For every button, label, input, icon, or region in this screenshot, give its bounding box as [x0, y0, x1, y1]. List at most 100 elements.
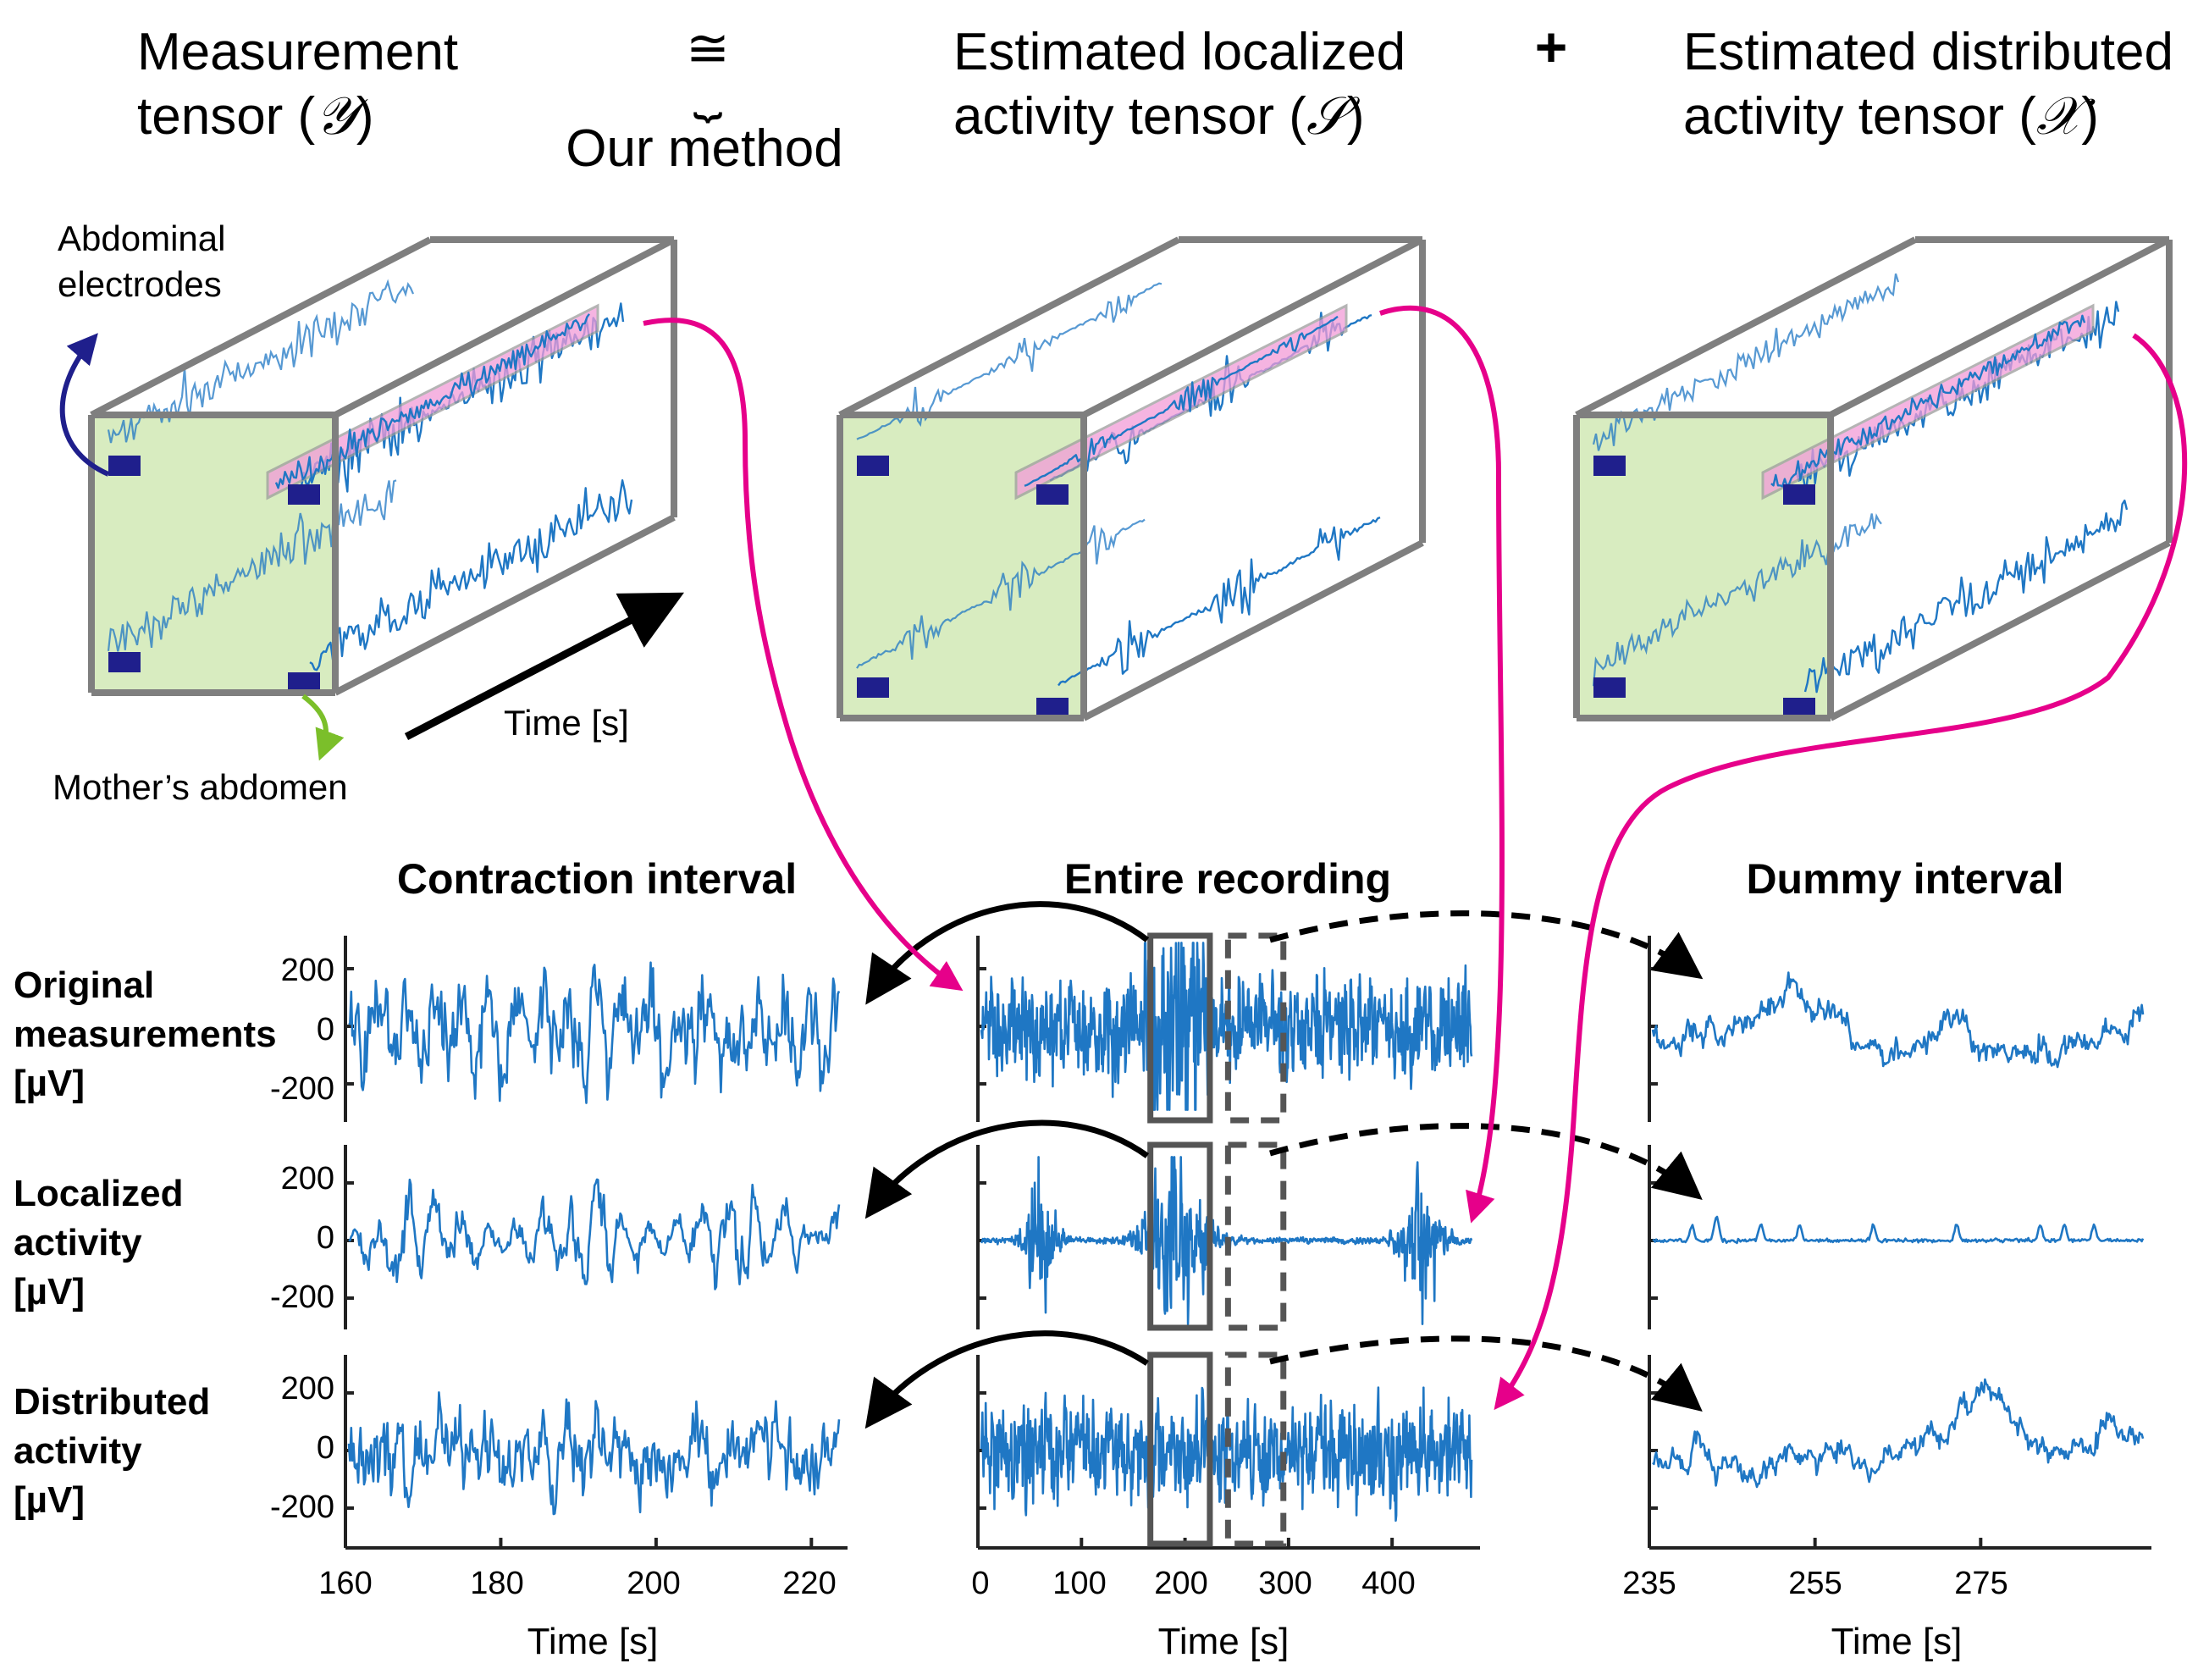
x-axis-labels: 160 180 200 220 Time [s] 0 100 200 300 4…	[318, 1566, 2007, 1662]
arrow-row1-to-dummy	[1269, 910, 1704, 980]
tensor-box-edge	[334, 236, 676, 418]
electrodes-pointer-arrow	[59, 333, 110, 477]
ytick-row2-top: 200	[281, 1161, 334, 1196]
row-label-distributed-line3: [µV]	[14, 1479, 85, 1521]
xtick-contraction-160: 160	[318, 1566, 372, 1601]
arrow-row1-to-contraction	[865, 901, 1150, 1005]
tensor-box-measurement	[88, 236, 677, 696]
channel-trace	[107, 279, 415, 444]
row-label-localized-line1: Localized	[14, 1173, 184, 1214]
tensor-annotations: Abdominal electrodes Mother’s abdomen Ti…	[52, 218, 684, 807]
tensor-box-localized	[837, 236, 1426, 721]
abdominal-electrodes-label-line1: Abdominal	[58, 218, 225, 258]
tensor-box-distributed	[1573, 236, 2173, 721]
electrode	[288, 484, 320, 505]
channel-trace	[107, 479, 397, 652]
row-label-original-line1: Original	[14, 964, 154, 1006]
channel-trace	[309, 479, 633, 671]
dummy-interval-title: Dummy interval	[1746, 855, 2063, 903]
plot-dummy-row1	[1648, 936, 2145, 1122]
electrode	[1593, 677, 1626, 698]
abdomen-pointer-arrow	[301, 694, 345, 761]
header: Measurement tensor (𝒴) ≅ ⏟ Our method Es…	[137, 15, 2173, 178]
arrow-row3-to-contraction	[864, 1330, 1149, 1429]
signal-line-dummy-row1	[1651, 971, 2145, 1069]
ytick-row1-mid: 0	[317, 1012, 334, 1047]
plot-contraction-row3	[344, 1355, 841, 1545]
signal-line-entire-row1	[980, 942, 1473, 1111]
electrode	[108, 456, 141, 476]
contraction-interval-title: Contraction interval	[397, 855, 797, 903]
signal-line-contraction-row2	[348, 1178, 841, 1290]
xtick-entire-0: 0	[971, 1566, 989, 1601]
electrode	[857, 677, 889, 698]
xtick-dummy-255: 255	[1788, 1566, 1842, 1601]
channel-trace	[274, 313, 590, 489]
channel-trace	[1770, 314, 2086, 488]
distributed-title-line1: Estimated distributed	[1683, 23, 2173, 81]
signal-line-dummy-row3	[1652, 1378, 2145, 1489]
contraction-interval-box-row3	[1147, 1351, 1213, 1547]
tensor-box-edge	[90, 236, 432, 418]
xlabel-contraction: Time [s]	[527, 1621, 659, 1662]
time-arrow-label: Time [s]	[504, 703, 629, 743]
tensor-box-edge	[1829, 236, 2171, 418]
channel-trace	[856, 282, 1162, 440]
xtick-dummy-275: 275	[1954, 1566, 2007, 1601]
row-label-original-line2: measurements	[14, 1014, 277, 1055]
magenta-arrow-measurement	[643, 318, 964, 992]
xtick-entire-100: 100	[1052, 1566, 1106, 1601]
tensor-box-edge	[1082, 236, 1424, 418]
electrode	[857, 456, 889, 476]
entire-recording-title: Entire recording	[1064, 855, 1391, 903]
plot-entire-row1	[976, 936, 1473, 1122]
tensor-boxes	[88, 236, 2173, 721]
xtick-entire-200: 200	[1154, 1566, 1207, 1601]
plot-entire-row2	[976, 1145, 1473, 1329]
localized-title-line2: activity tensor (𝒮)	[953, 85, 1365, 146]
xtick-entire-400: 400	[1361, 1566, 1415, 1601]
row-label-original-line3: [µV]	[14, 1063, 85, 1104]
signal-line-dummy-row2	[1652, 1215, 2145, 1245]
plot-contraction-row1	[344, 936, 841, 1122]
contraction-interval-box-row1	[1147, 932, 1213, 1124]
row-labels: Original measurements [µV] Localized act…	[14, 964, 277, 1521]
xtick-contraction-200: 200	[627, 1566, 680, 1601]
ytick-row1-top: 200	[281, 953, 334, 988]
ytick-row3-mid: 0	[317, 1430, 334, 1466]
x-axis-dummy	[1648, 1538, 2151, 1550]
arrow-row2-to-dummy	[1269, 1123, 1703, 1200]
plot-dummy-row3	[1648, 1355, 2145, 1545]
arrow-row3-to-dummy	[1269, 1335, 1703, 1412]
channel-trace	[1024, 315, 1339, 487]
row-label-distributed-line1: Distributed	[14, 1381, 210, 1423]
ytick-row3-top: 200	[281, 1371, 334, 1406]
underbrace-symbol: ⏟	[693, 64, 723, 124]
measurement-title-line2: tensor (𝒴)	[137, 85, 373, 146]
channel-trace	[856, 518, 1146, 669]
mothers-abdomen-label: Mother’s abdomen	[52, 767, 348, 807]
xtick-entire-300: 300	[1258, 1566, 1312, 1601]
time-axis-arrow	[404, 592, 684, 740]
row-label-distributed-line2: activity	[14, 1430, 142, 1472]
row-label-localized-line3: [µV]	[14, 1271, 85, 1312]
ytick-row3-bot: -200	[270, 1489, 334, 1525]
xlabel-entire: Time [s]	[1158, 1621, 1290, 1662]
contraction-interval-box-row2	[1147, 1141, 1213, 1331]
xtick-contraction-220: 220	[782, 1566, 836, 1601]
y-tick-labels: 200 0 -200 200 0 -200 200 0 -200	[270, 953, 334, 1525]
dummy-interval-box-row2	[1224, 1141, 1287, 1331]
magenta-arrow-distributed	[1494, 333, 2188, 1411]
tensor-box-edge	[1829, 539, 2171, 721]
row-label-localized-line2: activity	[14, 1222, 142, 1263]
signal-line-contraction-row3	[347, 1391, 841, 1516]
electrode	[1593, 456, 1626, 476]
plus-sign: +	[1535, 15, 1568, 78]
approx-symbol: ≅	[686, 19, 730, 78]
highlighted-channel-slice	[266, 303, 599, 500]
measurement-title-line1: Measurement	[137, 23, 458, 81]
channel-trace	[1592, 273, 1900, 451]
channel-trace	[1058, 516, 1381, 687]
